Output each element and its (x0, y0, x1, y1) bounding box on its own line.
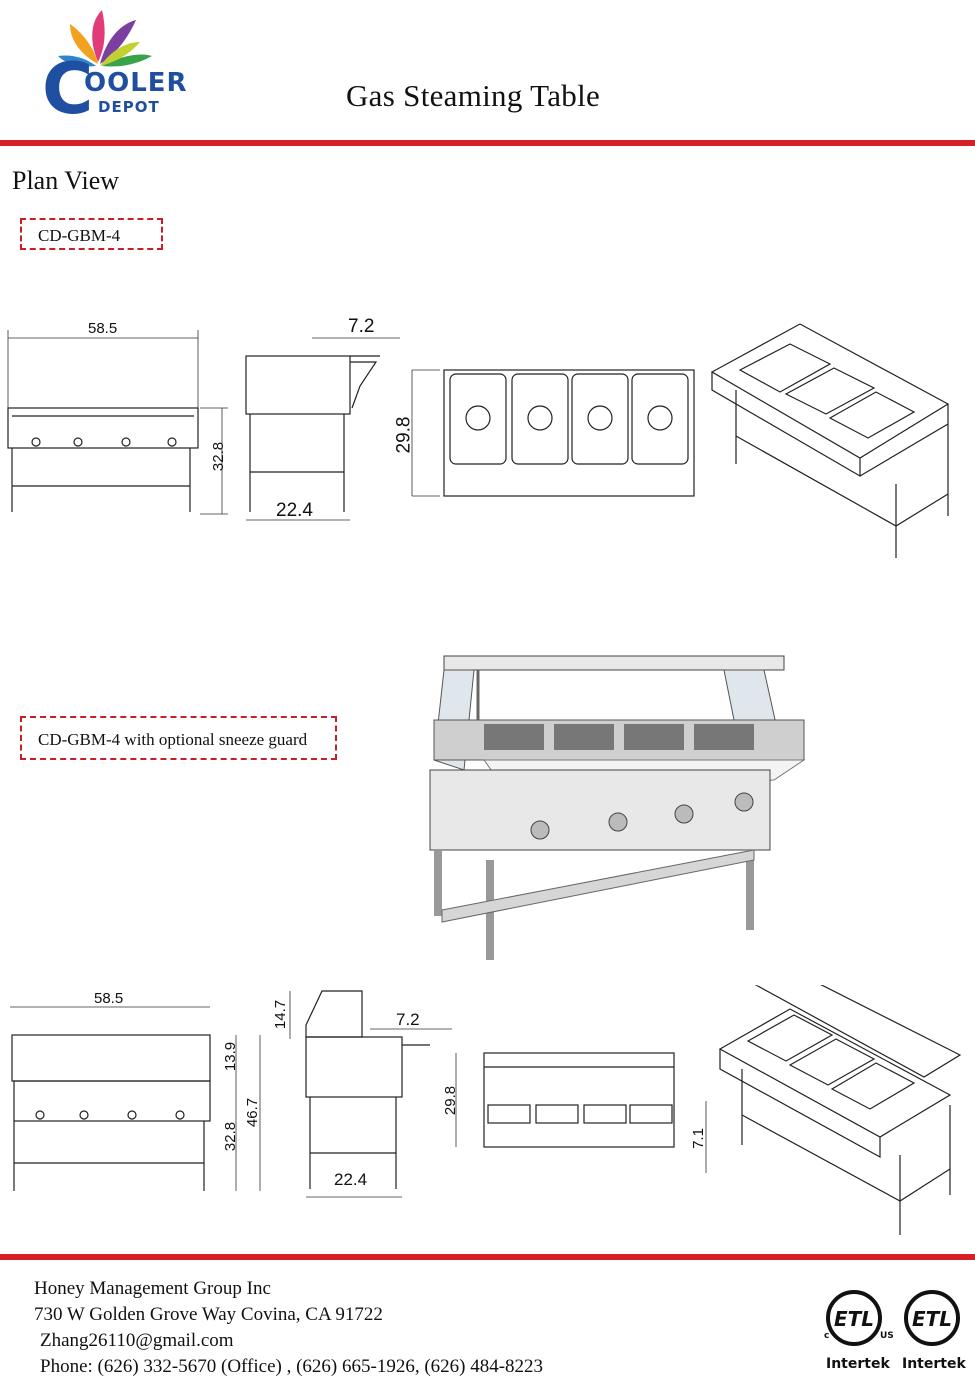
top-drawings (7, 323, 950, 558)
brand-subname: DEPOT (98, 98, 160, 116)
company-email[interactable]: Zhang26110@gmail.com (40, 1330, 234, 1351)
plan-view-drawing (411, 369, 695, 497)
header-divider (0, 140, 975, 146)
dim-depth-top: 22.4 (276, 500, 313, 521)
front-elevation-drawing (455, 1052, 707, 1173)
intertek-label-1: Intertek (826, 1356, 890, 1372)
etl-mark-1: ETL (834, 1307, 874, 1331)
product-photo (429, 655, 806, 960)
company-name: Honey Management Group Inc (34, 1278, 271, 1299)
brand-logo: C OOLER DEPOT (40, 2, 220, 130)
cert-c: c (824, 1331, 829, 1341)
dim-guard-height: 14.7 (272, 999, 290, 1030)
brand-initial: C (42, 48, 94, 130)
dim-upper: 13.9 (222, 1041, 240, 1072)
etl-cert-icons: ETL c US ETL (824, 1290, 960, 1346)
model-label: CD-GBM-4 (20, 218, 163, 250)
iso-guard-view-drawing (718, 985, 962, 1235)
side-view-drawing (245, 337, 400, 521)
dim-offset-bottom: 7.2 (396, 1010, 420, 1029)
dim-front-depth: 29.8 (442, 1085, 460, 1116)
intertek-label-2: Intertek (902, 1356, 966, 1372)
company-address: 730 W Golden Grove Way Covina, CA 91722 (34, 1304, 383, 1325)
dim-total-height: 46.7 (244, 1097, 262, 1128)
footer-divider (0, 1254, 975, 1260)
iso-view-drawing (710, 323, 950, 558)
dim-width-top: 58.5 (88, 320, 118, 337)
page-title: Gas Steaming Table (346, 78, 601, 113)
dim-width-bottom: 58.5 (94, 990, 124, 1007)
company-phone: Phone: (626) 332-5670 (Office) , (626) 6… (40, 1356, 544, 1377)
front-guard-view-drawing (10, 1006, 261, 1191)
dim-pan-depth: 7.1 (689, 1128, 707, 1149)
section-title: Plan View (12, 166, 120, 195)
dim-offset-top: 7.2 (348, 316, 375, 337)
front-view-drawing (7, 330, 228, 515)
dim-height-top: 32.8 (210, 441, 228, 472)
brand-name: OOLER (84, 68, 188, 98)
etl-mark-2: ETL (912, 1307, 952, 1331)
dim-plan-depth-top: 29.8 (393, 416, 415, 454)
flower-icon (58, 10, 152, 67)
dim-height-bottom: 32.8 (222, 1121, 240, 1152)
side-guard-view-drawing (289, 990, 452, 1198)
dim-depth-bottom: 22.4 (334, 1170, 368, 1189)
model-guard-label: CD-GBM-4 with optional sneeze guard (20, 716, 337, 760)
bottom-drawings (10, 985, 962, 1235)
cert-us: US (880, 1331, 894, 1341)
